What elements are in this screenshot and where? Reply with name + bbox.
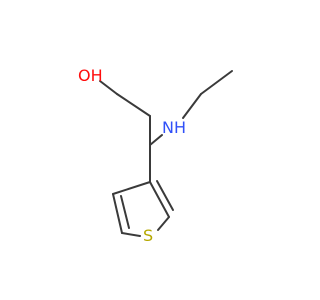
ring-bond-c2-s — [157, 216, 170, 231]
hydroxyl-label: OH — [78, 66, 103, 85]
ring-bond-c5-c4-double — [120, 195, 130, 229]
bond-c1-c2 — [116, 93, 151, 117]
bonds — [99, 70, 233, 237]
amine-label: NH — [162, 118, 186, 137]
ring-bond-c4-c3 — [112, 181, 151, 195]
sulfur-label: S — [143, 226, 153, 245]
bond-n-c4 — [182, 93, 202, 119]
bond-o-c1 — [99, 80, 118, 95]
ring-bond-c3-c2 — [149, 181, 170, 218]
ring-bond-c5-c4 — [112, 193, 123, 234]
molecule-structure: OH NH S — [78, 66, 233, 245]
bond-c4-c5 — [200, 70, 233, 95]
ring-bond-s-c5 — [121, 232, 141, 237]
ring-bond-c3-c2-double — [156, 180, 174, 211]
structure-canvas: OH NH S — [78, 66, 233, 245]
bond-c3-n — [149, 134, 163, 146]
atom-labels: OH NH S — [78, 66, 186, 245]
